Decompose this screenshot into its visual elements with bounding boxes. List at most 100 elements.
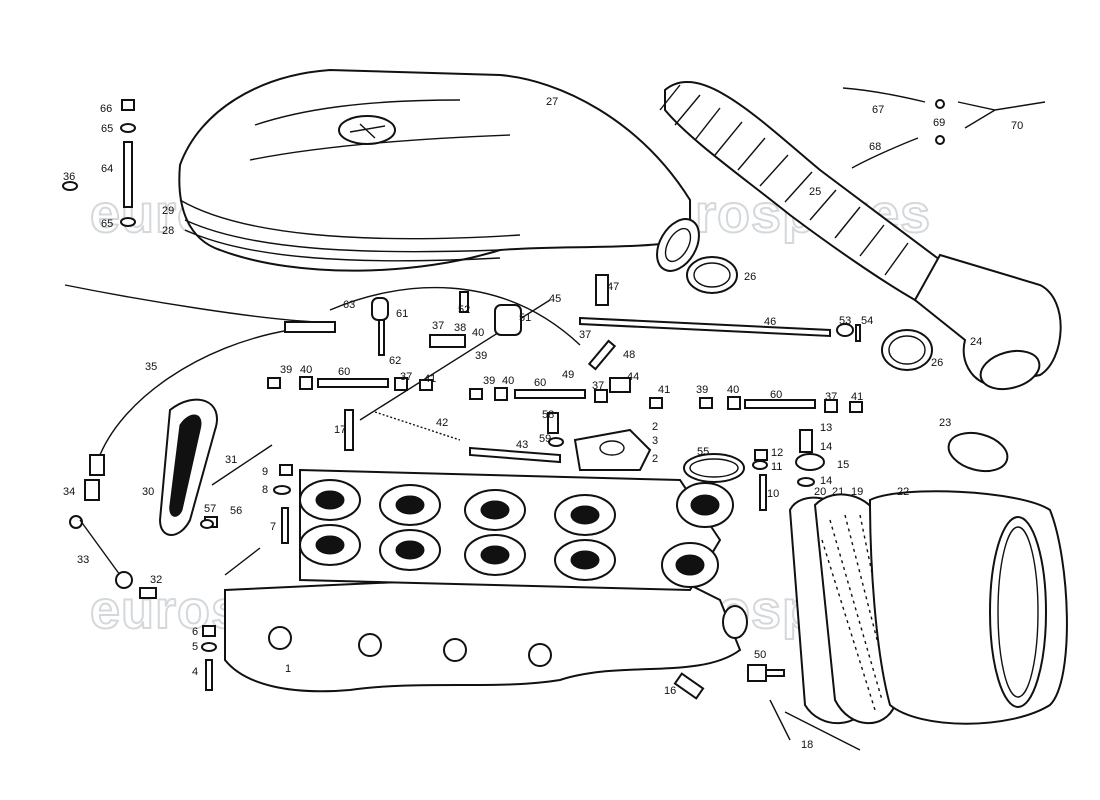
air-filter-element xyxy=(769,490,1068,751)
callout-label: 42 xyxy=(436,417,448,429)
callout-label: 22 xyxy=(897,486,909,498)
callout-label: 37 xyxy=(592,380,604,392)
callout-label: 53 xyxy=(839,315,851,327)
callout-label: 69 xyxy=(933,117,945,129)
callout-label: 34 xyxy=(63,486,75,498)
callout-label: 1 xyxy=(285,663,291,675)
throttle-cable xyxy=(64,284,581,501)
callout-label: 40 xyxy=(502,375,514,387)
linkage-rod xyxy=(69,515,133,589)
callout-label: 32 xyxy=(150,574,162,586)
callout-label: 36 xyxy=(63,171,75,183)
callout-label: 44 xyxy=(627,371,639,383)
callout-label: 19 xyxy=(851,486,863,498)
callout-label: 60 xyxy=(338,366,350,378)
bellcrank xyxy=(158,398,273,536)
linkage-bars xyxy=(359,299,831,464)
callout-label: 3 xyxy=(652,435,658,447)
air-filter-housing xyxy=(178,68,700,272)
callout-label: 54 xyxy=(861,315,873,327)
callout-label: 65 xyxy=(101,218,113,230)
callout-label: 26 xyxy=(744,271,756,283)
callout-label: 9 xyxy=(262,466,268,478)
callout-label: 2 xyxy=(652,421,658,433)
callout-label: 41 xyxy=(424,373,436,385)
callout-label: 26 xyxy=(931,357,943,369)
callout-label: 55 xyxy=(697,446,709,458)
callout-label: 20 xyxy=(814,486,826,498)
callout-label: 58 xyxy=(542,409,554,421)
callout-label: 37 xyxy=(400,371,412,383)
vent-tubes xyxy=(842,87,1046,169)
callout-label: 40 xyxy=(472,327,484,339)
callout-label: 51 xyxy=(519,312,531,324)
callout-label: 60 xyxy=(534,377,546,389)
callout-label: 28 xyxy=(162,225,174,237)
callout-label: 57 xyxy=(204,503,216,515)
callout-label: 24 xyxy=(970,336,982,348)
callout-label: 39 xyxy=(483,375,495,387)
callout-label: 65 xyxy=(101,123,113,135)
callout-label: 61 xyxy=(396,308,408,320)
callout-label: 15 xyxy=(837,459,849,471)
callout-label: 45 xyxy=(549,293,561,305)
callout-label: 37 xyxy=(432,320,444,332)
callout-label: 39 xyxy=(475,350,487,362)
callout-label: 35 xyxy=(145,361,157,373)
callout-label: 27 xyxy=(546,96,558,108)
small-hardware xyxy=(139,274,1009,700)
callout-label: 59 xyxy=(539,433,551,445)
callout-labels: 1 2 2 3 4 5 6 7 8 9 10 11 12 13 14 14 15… xyxy=(63,96,1023,751)
callout-label: 13 xyxy=(820,422,832,434)
callout-label: 6 xyxy=(192,626,198,638)
callout-label: 17 xyxy=(334,424,346,436)
fuel-rail-rows xyxy=(267,376,863,413)
callout-label: 60 xyxy=(770,389,782,401)
callout-label: 56 xyxy=(230,505,242,517)
callout-label: 16 xyxy=(664,685,676,697)
callout-label: 49 xyxy=(562,369,574,381)
callout-label: 4 xyxy=(192,666,198,678)
callout-label: 39 xyxy=(696,384,708,396)
callout-label: 52 xyxy=(458,304,470,316)
callout-label: 7 xyxy=(270,521,276,533)
callout-label: 40 xyxy=(727,384,739,396)
callout-label: 12 xyxy=(771,447,783,459)
intake-manifold xyxy=(224,468,748,693)
callout-label: 67 xyxy=(872,104,884,116)
callout-label: 48 xyxy=(623,349,635,361)
callout-label: 21 xyxy=(832,486,844,498)
callout-label: 18 xyxy=(801,739,813,751)
callout-label: 5 xyxy=(192,641,198,653)
callout-label: 43 xyxy=(516,439,528,451)
callout-label: 46 xyxy=(764,316,776,328)
callout-label: 64 xyxy=(101,163,113,175)
hardware-stack xyxy=(62,99,136,227)
callout-label: 39 xyxy=(280,364,292,376)
callout-label: 14 xyxy=(820,475,832,487)
callout-label: 11 xyxy=(771,461,782,473)
callout-label: 62 xyxy=(389,355,401,367)
callout-label: 37 xyxy=(825,391,837,403)
callout-label: 63 xyxy=(343,299,355,311)
callout-label: 25 xyxy=(809,186,821,198)
callout-label: 37 xyxy=(579,329,591,341)
callout-label: 38 xyxy=(454,322,466,334)
callout-label: 33 xyxy=(77,554,89,566)
callout-label: 41 xyxy=(658,384,670,396)
callout-label: 31 xyxy=(225,454,237,466)
callout-label: 70 xyxy=(1011,120,1023,132)
callout-label: 23 xyxy=(939,417,951,429)
callout-label: 30 xyxy=(142,486,154,498)
corrugated-hose xyxy=(659,81,1062,391)
callout-label: 29 xyxy=(162,205,174,217)
callout-label: 41 xyxy=(851,391,863,403)
callout-label: 10 xyxy=(767,488,779,500)
callout-label: 14 xyxy=(820,441,832,453)
callout-label: 50 xyxy=(754,649,766,661)
callout-label: 66 xyxy=(100,103,112,115)
callout-label: 47 xyxy=(607,281,619,293)
callout-label: 2 xyxy=(652,453,658,465)
callout-label: 68 xyxy=(869,141,881,153)
